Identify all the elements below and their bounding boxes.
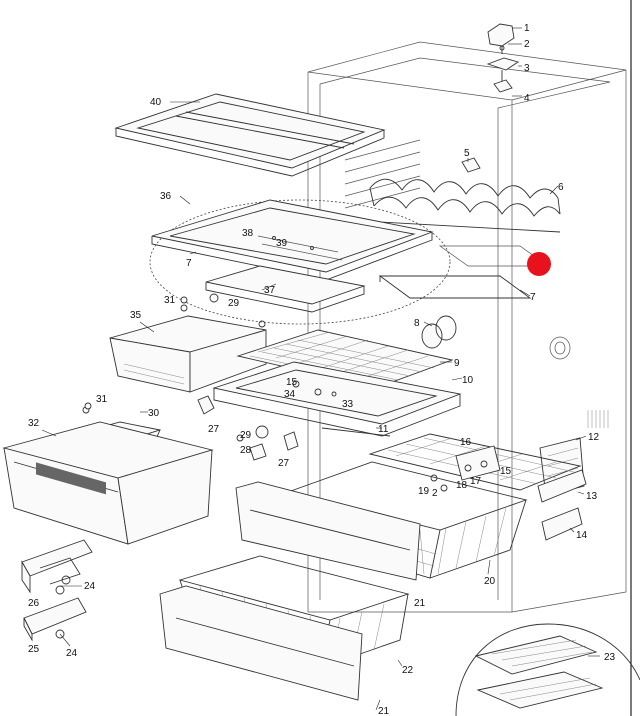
label-29-tray: 29 <box>228 298 240 309</box>
leader-lines <box>41 27 600 711</box>
shelf-support-27 <box>197 395 215 415</box>
label-38: 38 <box>242 228 254 239</box>
glass-shelf-right <box>378 245 550 299</box>
label-3: 3 <box>524 63 530 74</box>
screw-31-left <box>180 296 188 304</box>
label-7-shelf-right: 7 <box>530 292 536 303</box>
label-12: 12 <box>588 432 600 443</box>
rail-bracket-26 <box>21 539 93 595</box>
label-2: 2 <box>524 39 530 50</box>
label-19: 19 <box>418 486 430 497</box>
label-17: 17 <box>470 476 482 487</box>
shelf-assembly-36 <box>151 199 434 313</box>
label-10: 10 <box>462 375 474 386</box>
label-40: 40 <box>150 97 162 108</box>
label-35: 35 <box>130 310 142 321</box>
label-14: 14 <box>576 530 588 541</box>
label-24-upper: 24 <box>84 581 96 592</box>
bracket-13 <box>537 469 587 503</box>
bracket-14 <box>541 507 583 541</box>
label-28: 28 <box>240 445 252 456</box>
label-11: 11 <box>378 424 389 435</box>
label-22: 22 <box>402 665 414 676</box>
lamp-cover <box>421 315 457 349</box>
thermostat-knob <box>461 157 481 173</box>
label-27-left: 27 <box>208 424 220 435</box>
vegetable-drawer-21 <box>159 585 363 701</box>
label-25: 25 <box>28 644 40 655</box>
label-15-left: 15 <box>286 377 298 388</box>
group-outline-36 <box>149 199 451 325</box>
label-2-rear: 2 <box>432 488 438 499</box>
label-24-lower: 24 <box>66 648 78 659</box>
label-20: 20 <box>484 576 496 587</box>
freezer-drawer-32 <box>2 421 214 545</box>
screw-29 <box>236 434 244 442</box>
label-15-right: 15 <box>500 466 512 477</box>
label-33: 33 <box>342 399 354 410</box>
label-21-small: 21 <box>414 598 426 609</box>
label-27-right: 27 <box>278 458 290 469</box>
screw-31-bin <box>84 402 92 410</box>
highlight-marker <box>527 252 551 276</box>
label-26: 26 <box>28 598 40 609</box>
label-29-clip: 29 <box>240 430 252 441</box>
label-31-lower: 31 <box>96 394 108 405</box>
top-hinge-assembly <box>486 23 520 93</box>
label-34: 34 <box>284 389 296 400</box>
label-31-upper: 31 <box>164 295 176 306</box>
label-9: 9 <box>454 358 460 369</box>
label-13: 13 <box>586 491 598 502</box>
label-21: 21 <box>378 706 390 716</box>
label-1: 1 <box>524 23 530 34</box>
label-23: 23 <box>604 652 616 663</box>
label-8: 8 <box>414 318 420 329</box>
drawer-front-11 <box>235 481 421 581</box>
top-shelf-frame <box>114 93 386 177</box>
detail-view-23 <box>455 623 640 716</box>
label-6: 6 <box>558 182 564 193</box>
part-number-labels: 1 2 3 4 5 6 7 7 8 9 10 11 12 13 14 15 15… <box>28 23 616 716</box>
label-5: 5 <box>464 148 470 159</box>
bottle-rack <box>369 178 561 233</box>
label-36: 36 <box>160 191 172 202</box>
label-4: 4 <box>524 93 530 104</box>
crisper-frame-10 <box>212 361 462 437</box>
label-37: 37 <box>264 285 276 296</box>
label-30: 30 <box>148 408 160 419</box>
clip-parts-28-29 <box>249 425 299 461</box>
rail-bracket-25 <box>23 597 87 642</box>
label-39: 39 <box>276 238 288 249</box>
dairy-bin-35 <box>109 304 267 393</box>
label-32: 32 <box>28 418 40 429</box>
label-16: 16 <box>460 437 472 448</box>
label-18: 18 <box>456 480 468 491</box>
rear-shelf-grid <box>368 433 582 492</box>
label-7-shelf-left: 7 <box>186 258 192 269</box>
